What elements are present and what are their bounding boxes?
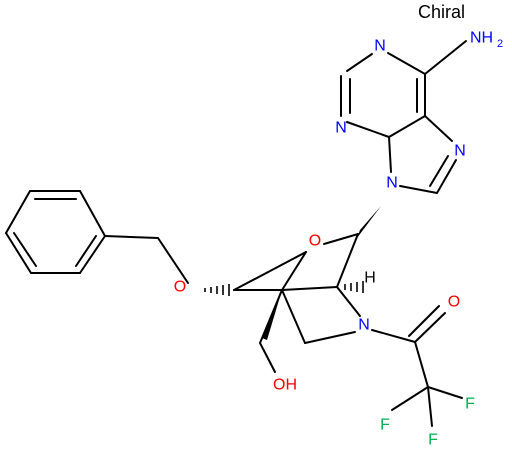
bond xyxy=(388,136,392,173)
atom-o-ether: O xyxy=(174,279,186,296)
bond xyxy=(281,289,306,344)
bond xyxy=(429,155,449,187)
atom-nh2-subscript: 2 xyxy=(497,38,503,50)
bond xyxy=(346,121,390,138)
bond xyxy=(5,190,31,234)
atom-f-1: F xyxy=(380,417,390,434)
stereo-hashes xyxy=(204,281,364,296)
atom-n-imidazole-9: N xyxy=(386,175,398,192)
stereo-wedges xyxy=(262,206,381,340)
atom-o-carbonyl: O xyxy=(448,294,460,311)
bond xyxy=(336,286,361,317)
bond xyxy=(304,331,356,344)
bond xyxy=(259,342,276,373)
bond xyxy=(104,235,159,239)
bond xyxy=(346,53,373,72)
bond xyxy=(157,237,189,284)
atom-n-azetidine: N xyxy=(358,317,370,334)
bond xyxy=(233,251,307,291)
bond xyxy=(436,159,457,194)
bond xyxy=(371,329,416,343)
wedge-bond xyxy=(357,206,381,238)
bond xyxy=(79,235,106,274)
bond xyxy=(387,52,426,75)
bond xyxy=(424,40,467,75)
atom-o-ring: O xyxy=(309,233,321,250)
bond xyxy=(75,235,97,267)
bond xyxy=(424,115,453,142)
chiral-label: Chiral xyxy=(418,2,465,22)
bond xyxy=(79,190,106,237)
atom-n-imidazole-7: N xyxy=(454,143,466,160)
atom-n-pyrimidine-3: N xyxy=(335,120,347,137)
atom-nh2: NH xyxy=(470,30,493,47)
atom-n-pyrimidine-1: N xyxy=(374,38,386,55)
amino-group: NH 2 xyxy=(470,30,503,51)
bond xyxy=(281,251,307,291)
bond-lines xyxy=(5,40,467,427)
bond xyxy=(427,386,433,427)
bond xyxy=(281,286,338,291)
bond xyxy=(323,233,359,245)
atom-f-3: F xyxy=(428,432,438,449)
bond xyxy=(391,386,429,411)
bond xyxy=(13,232,37,267)
bond xyxy=(408,305,440,337)
bond xyxy=(388,115,426,138)
wedge-bond xyxy=(262,290,282,340)
bond xyxy=(5,232,32,274)
atom-h-stereo: H xyxy=(364,270,376,287)
atom-f-2: F xyxy=(465,396,475,413)
bond xyxy=(336,233,359,288)
bond xyxy=(399,185,438,194)
bond xyxy=(414,341,429,388)
atom-oh-hydroxyl: OH xyxy=(273,377,297,394)
bond xyxy=(414,312,446,343)
bond xyxy=(427,386,463,399)
